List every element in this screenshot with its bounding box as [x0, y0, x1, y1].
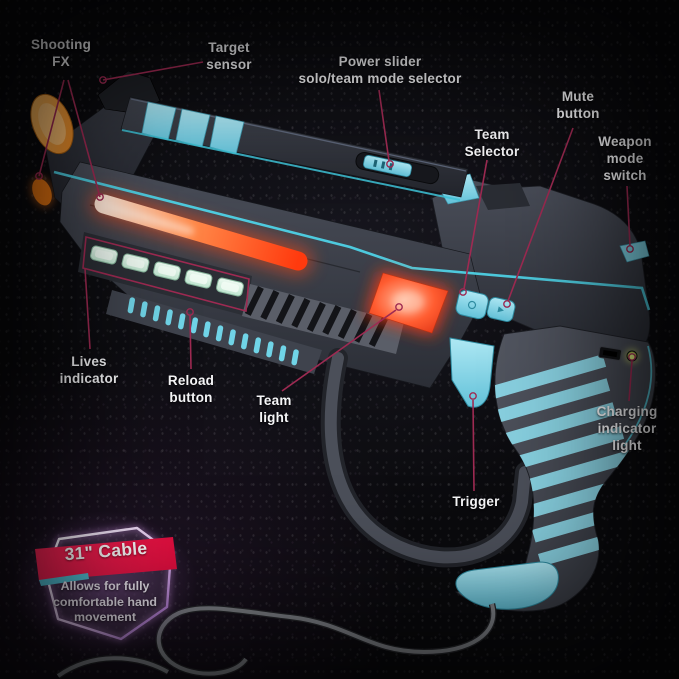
grip-base-part	[455, 561, 559, 610]
team-light-part	[366, 270, 452, 336]
label-team-light: Team light	[256, 393, 292, 425]
mute-button-part	[486, 297, 516, 322]
shooting-fx-strip-part	[89, 189, 313, 276]
label-power-slider: Power slider solo/team mode selector	[298, 54, 462, 86]
vent-slats-part	[244, 286, 388, 347]
label-reload-button: Reload button	[167, 373, 215, 405]
charging-led-part	[625, 349, 639, 363]
label-shooting-fx: Shooting FX	[30, 37, 92, 69]
label-mute-button: Mute button	[556, 89, 600, 121]
cyan-stripe-part	[53, 170, 651, 311]
label-target-sensor: Target sensor	[206, 40, 252, 72]
badge-description: Allows for fully comfortable hand moveme…	[53, 579, 157, 624]
annotation-line-trigger	[469, 392, 477, 492]
trigger-part	[449, 337, 495, 408]
label-charging-indicator-light: Charging indicator light	[596, 404, 658, 453]
usb-port-part	[598, 346, 623, 361]
lives-indicator-leds-part	[90, 245, 244, 297]
annotation-line-team-light	[281, 303, 403, 392]
badge-ribbon	[35, 537, 177, 581]
reload-vent-bars-part	[127, 297, 299, 366]
annotation-line-power-slider	[378, 89, 394, 168]
gun-barrel-part	[29, 70, 469, 239]
annotation-line-reload-button	[186, 308, 194, 370]
annotation-line-shooting-fx	[35, 79, 104, 201]
gun-receiver-part	[53, 129, 651, 389]
team-selector-button-part	[455, 289, 489, 320]
grip-part	[454, 325, 656, 612]
label-team-selector: Team Selector	[464, 127, 520, 159]
annotation-line-weapon-mode-switch	[626, 185, 634, 253]
annotation-line-lives-indicator	[82, 235, 250, 350]
label-trigger: Trigger	[452, 494, 500, 509]
annotation-lines	[35, 61, 636, 492]
label-weapon-mode-switch: Weapon mode switch	[598, 134, 652, 183]
cable-badge	[13, 511, 197, 659]
annotation-line-target-sensor	[99, 61, 204, 84]
label-lives-indicator: Lives indicator	[59, 354, 119, 386]
annotation-line-charging-indicator	[628, 353, 636, 402]
annotation-line-mute-button	[503, 127, 574, 308]
cyan-pinstripe-part	[121, 129, 461, 201]
annotation-line-team-selector	[459, 159, 488, 296]
barrel-fins-part	[141, 101, 245, 155]
